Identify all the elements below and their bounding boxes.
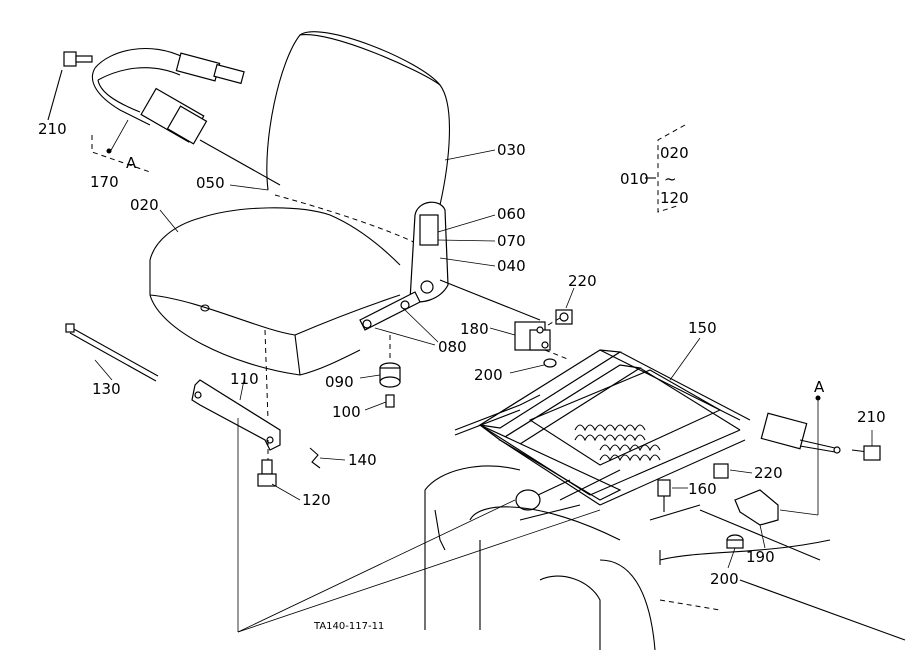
label-160: 160 <box>688 480 717 498</box>
label-040: 040 <box>497 257 526 275</box>
label-020-group: 020 <box>660 144 689 162</box>
assembly-leaders <box>237 418 601 633</box>
label-010: 010 <box>620 170 649 188</box>
label-tilde: ~ <box>664 170 677 188</box>
machine-body <box>424 465 906 651</box>
bracket-a-left <box>91 135 151 173</box>
seat-cushion <box>149 207 401 421</box>
label-110: 110 <box>230 370 259 388</box>
suspension-150 <box>454 337 751 506</box>
spring-lower <box>599 444 661 462</box>
label-020: 020 <box>130 196 159 214</box>
pin-140 <box>309 447 346 469</box>
label-120-group: 120 <box>660 189 689 207</box>
label-220-lower: 220 <box>754 464 783 482</box>
seat-belt-right <box>760 395 841 516</box>
bracket-110 <box>191 374 281 460</box>
label-130: 130 <box>92 380 121 398</box>
group-bracket-010 <box>645 124 686 213</box>
label-120: 120 <box>302 491 331 509</box>
label-060: 060 <box>497 205 526 223</box>
bolt-210-right <box>851 430 881 461</box>
rubber-090 <box>359 335 401 388</box>
nut-220-upper <box>547 287 575 326</box>
spring-upper <box>574 424 646 442</box>
label-200-upper: 200 <box>474 366 503 384</box>
label-220-upper: 220 <box>568 272 597 290</box>
label-200-lower: 200 <box>710 570 739 588</box>
leader-080-a <box>374 327 436 346</box>
leader-050 <box>229 184 269 191</box>
drawing-code: TA140-117-11 <box>313 621 384 632</box>
rod-130 <box>65 323 159 382</box>
adjust-knob <box>515 479 571 511</box>
label-140: 140 <box>348 451 377 469</box>
hinge-plate <box>359 201 541 331</box>
bolt-210-left <box>47 51 93 121</box>
label-090: 090 <box>325 373 354 391</box>
label-150: 150 <box>688 319 717 337</box>
label-080: 080 <box>438 338 467 356</box>
label-170: 170 <box>90 173 119 191</box>
label-070: 070 <box>497 232 526 250</box>
label-100: 100 <box>332 403 361 421</box>
label-050: 050 <box>196 174 225 192</box>
leader-080-b <box>404 309 439 343</box>
nut-220-lower <box>713 463 753 479</box>
leader-070 <box>437 239 496 242</box>
rubber-200-upper <box>509 358 557 374</box>
label-210-right: 210 <box>857 408 886 426</box>
leader-020 <box>159 209 179 233</box>
bolt-100 <box>364 394 395 411</box>
bolt-160 <box>657 479 688 512</box>
leader-040 <box>439 257 496 267</box>
label-180: 180 <box>460 320 489 338</box>
label-210-left: 210 <box>38 120 67 138</box>
label-a-left: A <box>126 154 137 172</box>
leader-170 <box>109 119 129 153</box>
leader-060 <box>437 214 496 233</box>
label-a-right: A <box>814 378 825 396</box>
label-030: 030 <box>497 141 526 159</box>
seat-belt-left <box>91 47 281 186</box>
leader-030 <box>444 149 496 161</box>
label-190: 190 <box>746 548 775 566</box>
bolt-120 <box>257 459 301 501</box>
bracket-180 <box>489 321 571 361</box>
